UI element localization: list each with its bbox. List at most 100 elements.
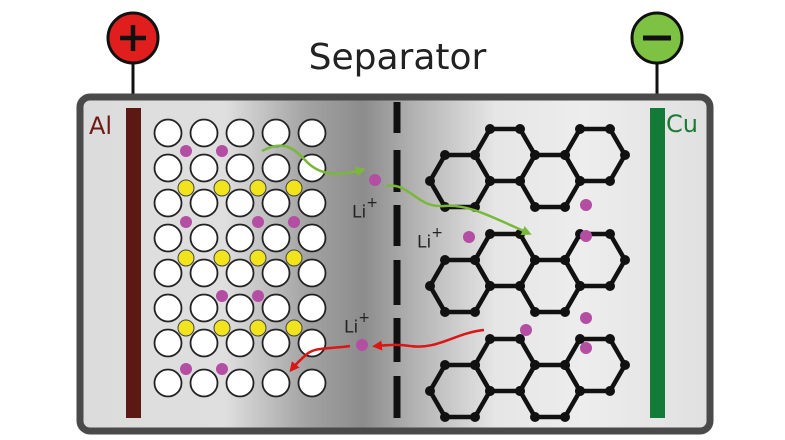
lithium-ion [180,363,192,375]
oxide-sphere [225,328,255,358]
transition-metal-atom [285,179,303,197]
carbon-atom [425,176,435,186]
lithium-ion [580,199,592,211]
carbon-atom [575,386,585,396]
carbon-atom [425,386,435,396]
lithium-ion [180,216,192,228]
carbon-atom [530,307,540,317]
oxide-sphere [261,153,291,183]
carbon-atom [560,150,570,160]
carbon-atom [605,386,615,396]
transition-metal-atom [249,319,267,337]
carbon-atom [470,412,480,422]
cathode-collector-label: Al [89,112,113,140]
carbon-atom [485,176,495,186]
green-arrow-icon [385,184,532,236]
carbon-atom [515,176,525,186]
carbon-atom [530,255,540,265]
lithium-ion-label: Li+ [344,310,370,338]
carbon-atom [575,124,585,134]
oxide-sphere [297,118,327,148]
carbon-atom [605,229,615,239]
lithium-ion [369,174,381,186]
carbon-atom [620,360,630,370]
oxide-sphere [225,153,255,183]
carbon-atom [620,150,630,160]
carbon-atom [530,412,540,422]
transition-metal-atom [177,319,195,337]
oxide-sphere [225,368,255,398]
oxide-sphere [189,328,219,358]
carbon-atom [470,150,480,160]
oxide-sphere [261,293,291,323]
oxide-sphere [261,368,291,398]
oxide-sphere [153,368,183,398]
oxide-sphere [189,118,219,148]
oxide-sphere [189,368,219,398]
oxide-sphere [261,223,291,253]
carbon-atom [485,281,495,291]
oxide-sphere [225,118,255,148]
oxide-sphere [153,293,183,323]
transition-metal-atom [285,249,303,267]
oxide-sphere [189,258,219,288]
carbon-atom [485,334,495,344]
carbon-atom [485,386,495,396]
carbon-atom [605,281,615,291]
carbon-atom [440,255,450,265]
lithium-ion [288,216,300,228]
oxide-sphere [153,328,183,358]
oxide-sphere [297,293,327,323]
carbon-atom [575,176,585,186]
oxide-sphere [153,118,183,148]
carbon-atom [575,281,585,291]
carbon-atom [470,360,480,370]
oxide-sphere [297,188,327,218]
lithium-ion [216,290,228,302]
transition-metal-atom [213,319,231,337]
lithium-ion [580,342,592,354]
carbon-atom [440,412,450,422]
carbon-atom [605,334,615,344]
carbon-atom [620,255,630,265]
transition-metal-atom [177,179,195,197]
oxide-sphere [297,258,327,288]
lithium-ion [520,324,532,336]
carbon-atom [440,307,450,317]
carbon-atom [560,307,570,317]
oxide-sphere [225,188,255,218]
carbon-atom [485,229,495,239]
lithium-ion [463,231,475,243]
oxide-sphere [153,153,183,183]
oxide-sphere [261,118,291,148]
carbon-atom [515,281,525,291]
carbon-atom [530,202,540,212]
oxide-sphere [261,328,291,358]
green-arrow-icon [261,144,366,177]
lithium-ion-label: Li+ [417,225,443,253]
oxide-sphere [261,258,291,288]
oxide-sphere [153,258,183,288]
plus-sign [120,25,146,51]
carbon-atom [440,360,450,370]
transition-metal-atom [249,249,267,267]
carbon-atom [530,360,540,370]
separator-label: Separator [308,37,487,78]
carbon-atom [605,124,615,134]
lithium-ion [216,145,228,157]
lithium-ion [252,216,264,228]
carbon-atom [575,334,585,344]
transition-metal-atom [285,319,303,337]
carbon-atom [560,255,570,265]
oxide-sphere [261,188,291,218]
lithium-ion [356,339,368,351]
carbon-atom [425,281,435,291]
lithium-ion [252,290,264,302]
anode-collector-label: Cu [666,110,698,138]
carbon-atom [485,124,495,134]
transition-metal-atom [213,249,231,267]
oxide-sphere [189,188,219,218]
carbon-atom [560,202,570,212]
